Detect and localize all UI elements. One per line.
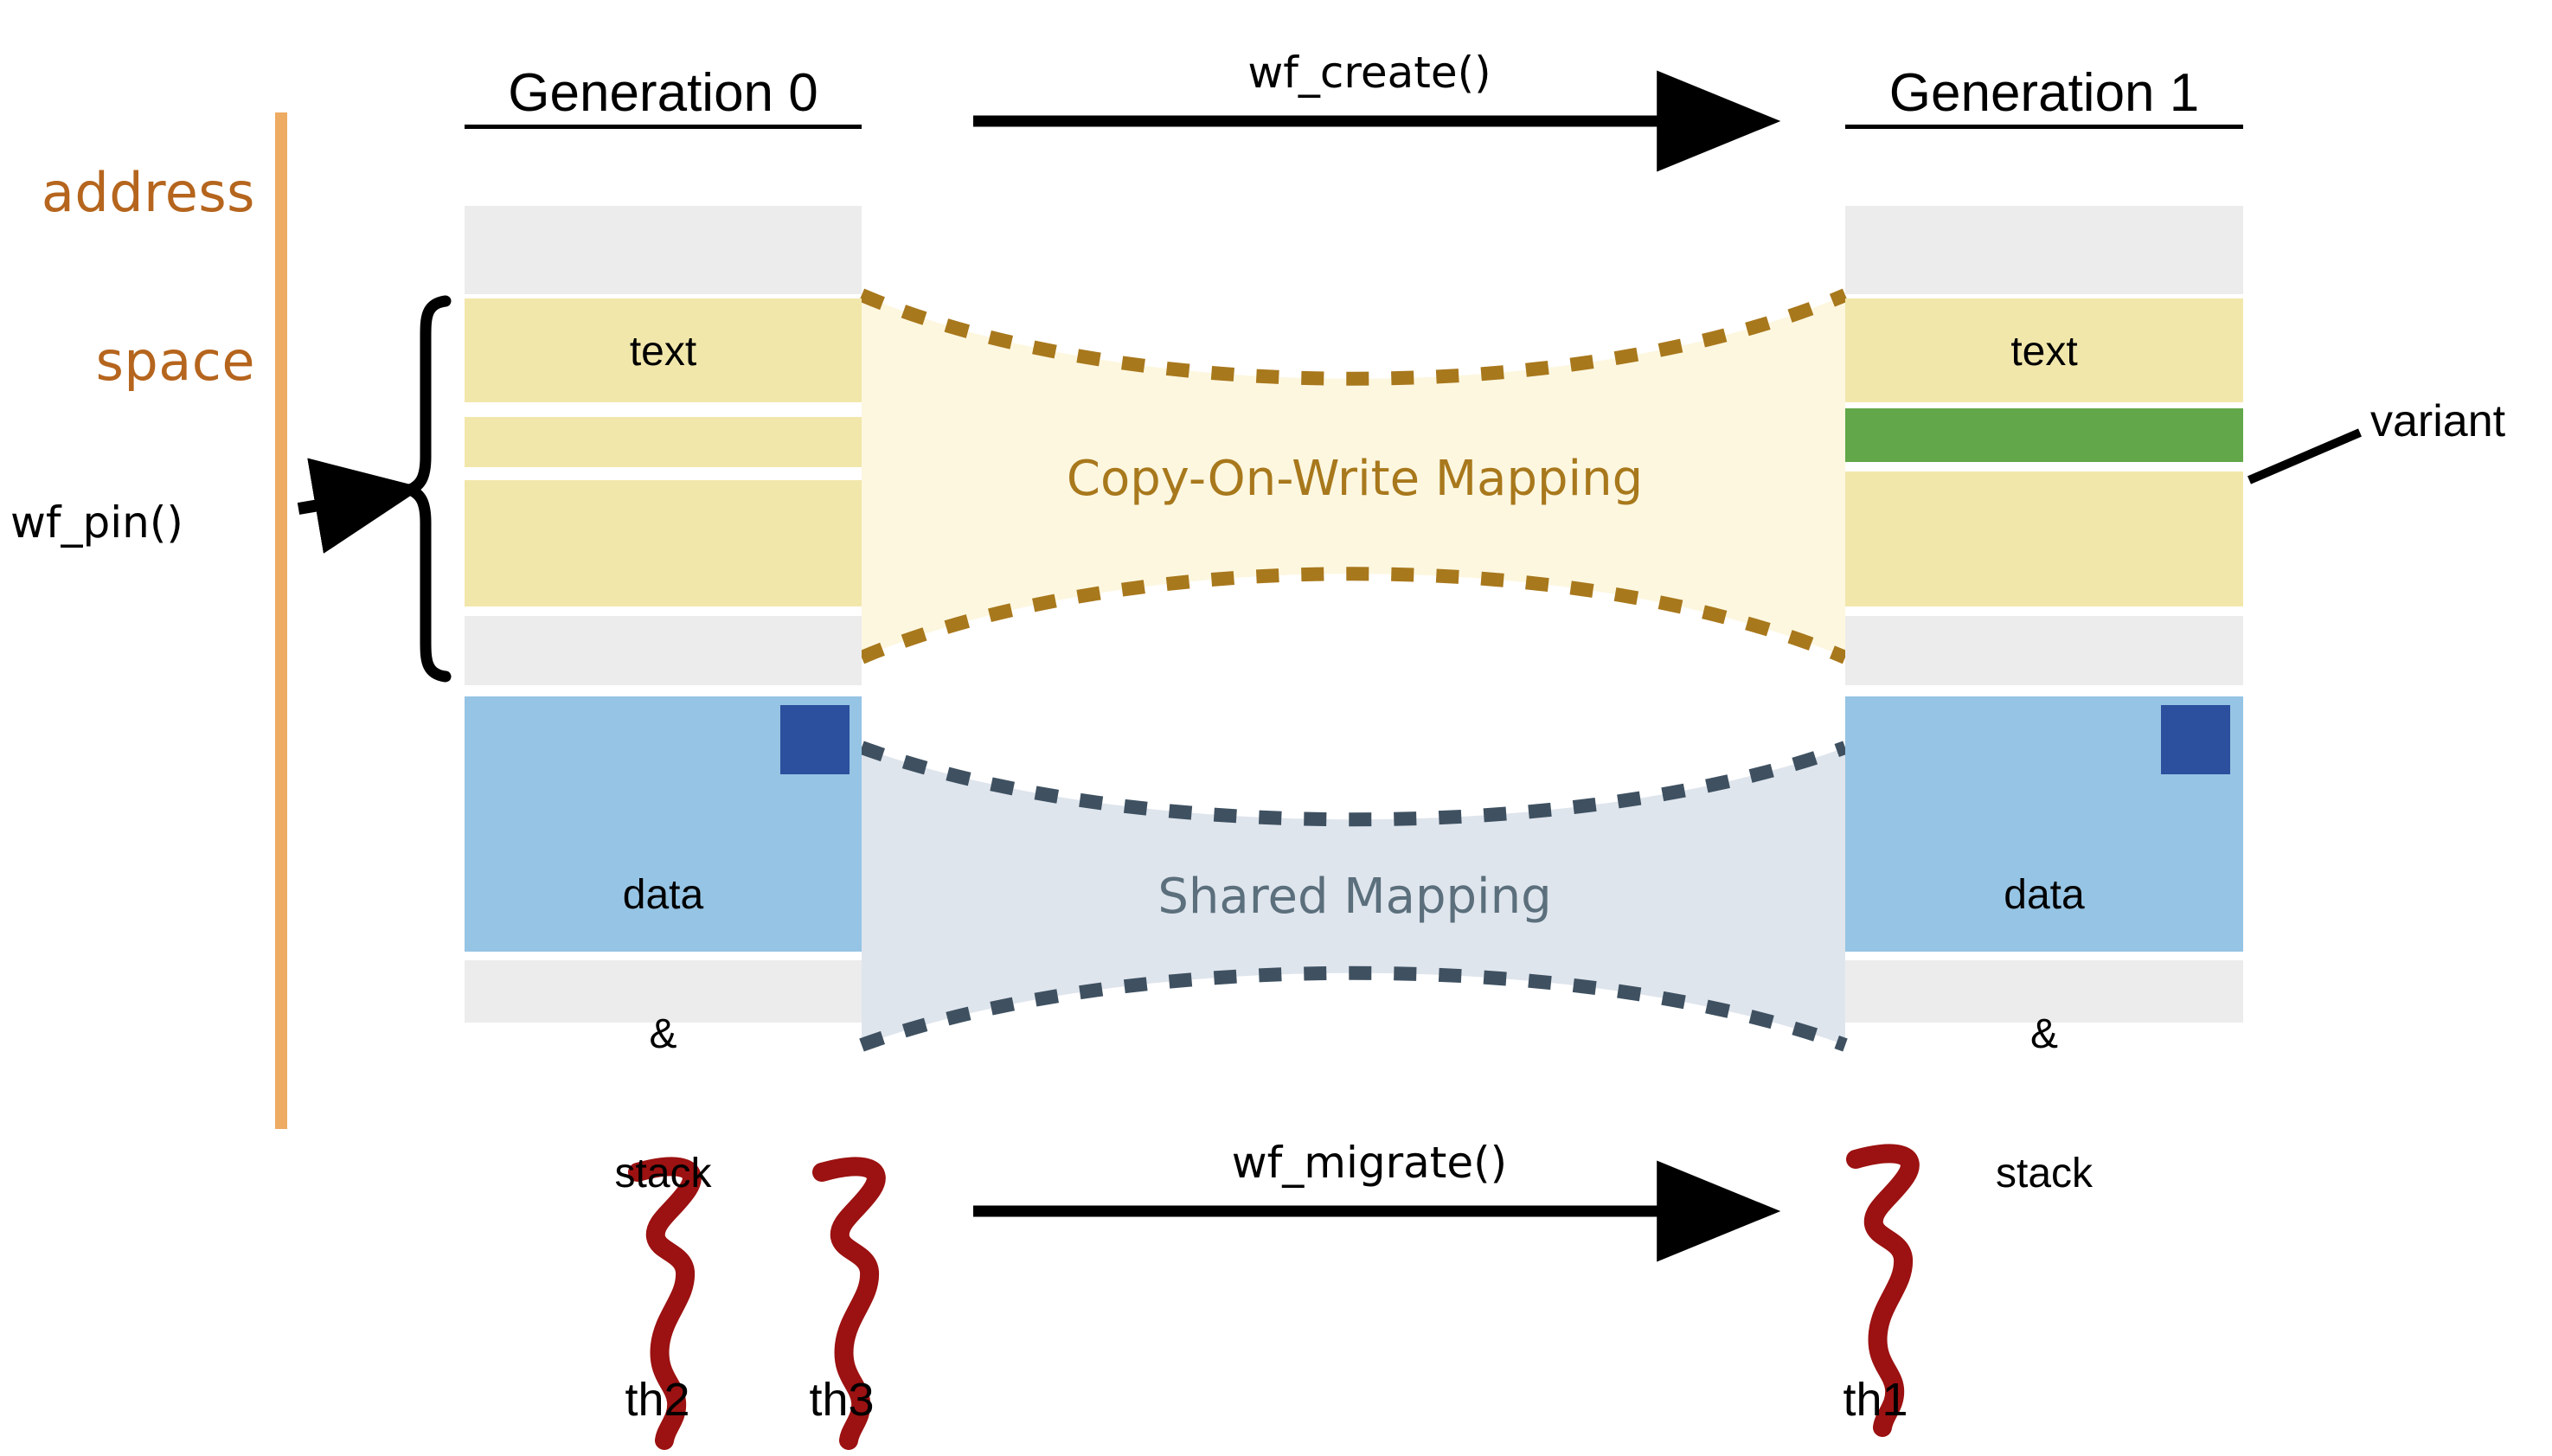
gen1-text-segment-label: text — [2010, 329, 2078, 375]
page-title-generation0: Generation 0 — [465, 65, 862, 130]
page-title-generation1: Generation 1 — [1845, 65, 2243, 130]
cow-mapping-bottom-dashed-edge — [858, 567, 1849, 664]
variant-leader-line — [2247, 428, 2362, 484]
thread-squiggle-th2 — [628, 1157, 702, 1450]
gen1-block-variant — [1845, 408, 2243, 462]
thread-label-th3: th3 — [809, 1374, 875, 1426]
gen1-block-text — [1845, 298, 2243, 402]
gen1-block-text-3 — [1845, 471, 2243, 606]
address-space-line1: address — [41, 161, 255, 225]
variant-annotation-label: variant — [2370, 396, 2506, 446]
gen0-stack-line: stack — [614, 1151, 712, 1196]
gen1-block-data-inner — [2161, 705, 2230, 774]
cow-mapping-label: Copy-On-Write Mapping — [1066, 451, 1644, 507]
shared-mapping-bottom-dashed-edge — [859, 965, 1848, 1052]
gen0-block-unmapped-bottom — [465, 960, 862, 1023]
gen0-block-data-inner — [780, 705, 850, 774]
thread-label-th1: th1 — [1843, 1374, 1908, 1426]
text-region-brace — [404, 295, 452, 683]
thread-squiggle-th1 — [1846, 1144, 1920, 1437]
gen0-block-unmapped-mid — [465, 616, 862, 685]
shared-mapping-label: Shared Mapping — [1157, 869, 1552, 925]
cow-mapping-top-dashed-edge — [858, 288, 1849, 386]
generation1-memory-column — [1845, 206, 2243, 1023]
wf-migrate-label: wf_migrate() — [1231, 1138, 1508, 1188]
thread-label-th2: th2 — [625, 1374, 690, 1426]
gen0-block-text-3 — [465, 480, 862, 606]
wf-create-label: wf_create() — [1247, 48, 1491, 98]
gen1-amp-line: & — [2029, 1010, 2058, 1057]
gen1-block-unmapped-mid — [1845, 616, 2243, 685]
gen1-data-line: data — [2004, 871, 2085, 918]
gen0-data-stack-segment-label: data & stack — [465, 779, 862, 1290]
address-space-line2: space — [95, 330, 255, 394]
wf-pin-label: wf_pin() — [10, 497, 183, 548]
wf-pin-arrow — [297, 458, 423, 554]
gen1-block-unmapped-bottom — [1845, 960, 2243, 1023]
gen1-block-unmapped-top — [1845, 206, 2243, 294]
shared-mapping-band — [862, 747, 1845, 1045]
thread-squiggle-th3 — [812, 1157, 886, 1450]
gen1-data-stack-segment-label: data & stack — [1845, 779, 2243, 1290]
gen0-data-line: data — [622, 871, 704, 918]
gen1-stack-line: stack — [1995, 1151, 2094, 1196]
gen0-block-text-2 — [465, 417, 862, 467]
shared-mapping-top-dashed-edge — [859, 741, 1848, 827]
address-space-label: address space — [17, 52, 255, 503]
gen0-block-unmapped-top — [465, 206, 862, 294]
gen0-block-text — [465, 298, 862, 402]
gen0-amp-line: & — [649, 1010, 677, 1057]
address-space-bar — [275, 112, 287, 1129]
generation0-memory-column — [465, 206, 862, 1023]
gen0-text-segment-label: text — [629, 329, 697, 375]
cow-mapping-band — [862, 295, 1845, 657]
